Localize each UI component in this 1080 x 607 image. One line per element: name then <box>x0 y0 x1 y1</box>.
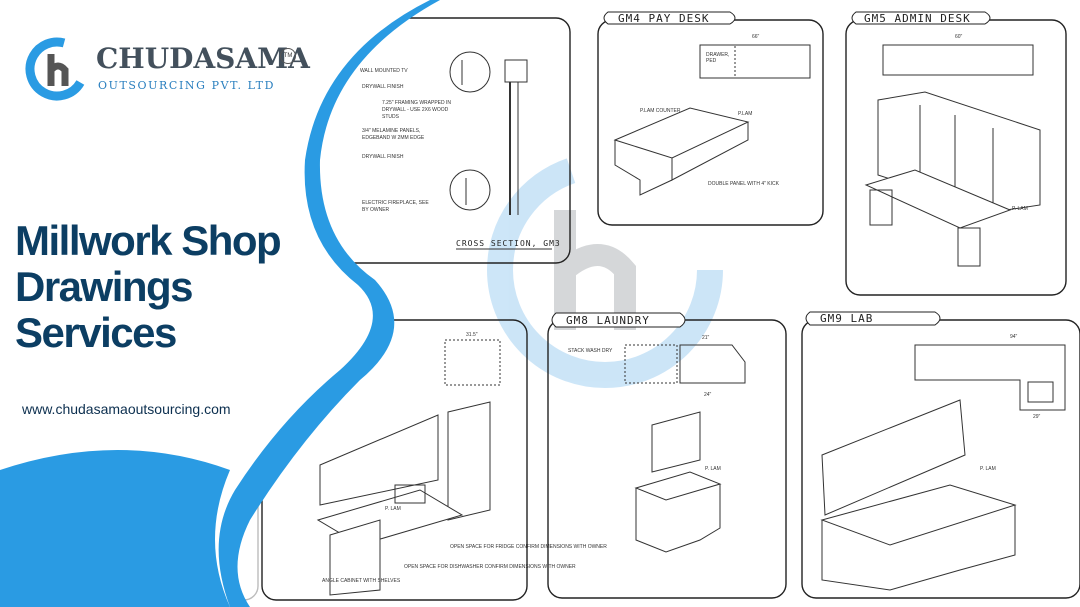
gm4-label-plam: P.LAM <box>738 111 752 117</box>
gm4-panel: GM4 PAY DESK 66" DRAWER, PED P.LAM COUNT… <box>597 11 824 226</box>
gm9-dim-side: 29" <box>1033 414 1041 420</box>
gm5-label-plam: P. LAM <box>1012 206 1028 212</box>
cross-section-note-panels: 3/4" MELAMINE PANELS, <box>362 128 420 134</box>
kitchen-note-fridge: OPEN SPACE FOR FRIDGE CONFIRM DIMENSIONS… <box>450 544 607 550</box>
gm4-title: GM4 PAY DESK <box>618 12 709 25</box>
gm8-dim-bottom: 24" <box>704 392 712 398</box>
watermark-logo <box>487 152 723 388</box>
cross-section-note-fireplace: ELECTRIC FIREPLACE, SEE <box>362 200 429 206</box>
gm8-label-plam: P. LAM <box>705 466 721 472</box>
gm8-title: GM8 LAUNDRY <box>566 314 650 327</box>
website-link[interactable]: www.chudasamaoutsourcing.com <box>22 401 231 417</box>
kitchen-dim-top: 31.5" <box>466 332 478 338</box>
cross-section-title: CROSS SECTION, GM3 <box>456 239 561 248</box>
gm8-dim-top: 21" <box>702 335 710 341</box>
kitchen-label-plam: P. LAM <box>385 506 401 512</box>
gm4-label-panel: DOUBLE PANEL WITH 4" KICK <box>708 181 780 187</box>
cross-section-note-finish-1: DRYWALL FINISH <box>362 84 404 90</box>
kitchen-note-dishwasher: OPEN SPACE FOR DISHWASHER CONFIRM DIMENS… <box>404 564 576 570</box>
cross-section-note-edgeband: EDGEBAND W 2MM EDGE <box>362 135 425 141</box>
cross-section-note-studs: STUDS <box>382 114 400 120</box>
cross-section-note-tv: WALL MOUNTED TV <box>360 68 408 74</box>
gm9-title: GM9 LAB <box>820 312 873 325</box>
headline-line-2: Drawings Services <box>15 263 194 356</box>
company-logo: CHUDASAMA TM OUTSOURCING PVT. LTD <box>24 34 310 106</box>
gm4-dim-top: 66" <box>752 34 760 40</box>
white-lower-band <box>0 450 230 607</box>
gm4-label-drawer: DRAWER, <box>706 52 729 58</box>
gm9-label-plam: P. LAM <box>980 466 996 472</box>
gm9-panel: GM9 LAB 94" 29" P. LAM <box>801 311 1080 599</box>
kitchen-note-angle: ANGLE CABINET WITH SHELVES <box>322 578 401 584</box>
cross-section-note-framing: 7.25" FRAMING WRAPPED IN <box>382 100 451 106</box>
brand-subtitle: OUTSOURCING PVT. LTD <box>98 79 276 92</box>
gm5-panel: GM5 ADMIN DESK 60" P. LAM <box>845 11 1067 296</box>
gm8-panel: GM8 LAUNDRY STACK WASH DRY 21" 24" P. LA… <box>547 312 787 599</box>
gm4-label-ped: PED <box>706 58 717 64</box>
kitchen-panel: 31.5" P. LAM OPEN SPACE FOR FRIDGE CONFI… <box>261 319 607 601</box>
gm4-label-corner: P.LAM COUNTER <box>640 108 681 114</box>
trademark-badge: TM <box>280 48 296 64</box>
gm8-label-stack: STACK WASH DRY <box>568 348 613 354</box>
gm5-title: GM5 ADMIN DESK <box>864 12 971 25</box>
brand-name: CHUDASAMA <box>96 42 310 75</box>
cross-section-note-owner: BY OWNER <box>362 207 390 213</box>
gm9-dim-top: 94" <box>1010 334 1018 340</box>
page-title: Millwork Shop Drawings Services <box>15 218 345 356</box>
headline-line-1: Millwork Shop <box>15 217 282 264</box>
gm5-dim-top: 60" <box>955 34 963 40</box>
cross-section-note-finish-2: DRYWALL FINISH <box>362 154 404 160</box>
logo-mark-icon <box>25 37 89 101</box>
cross-section-note-drywall: DRYWALL - USE 2X6 WOOD <box>382 107 449 113</box>
